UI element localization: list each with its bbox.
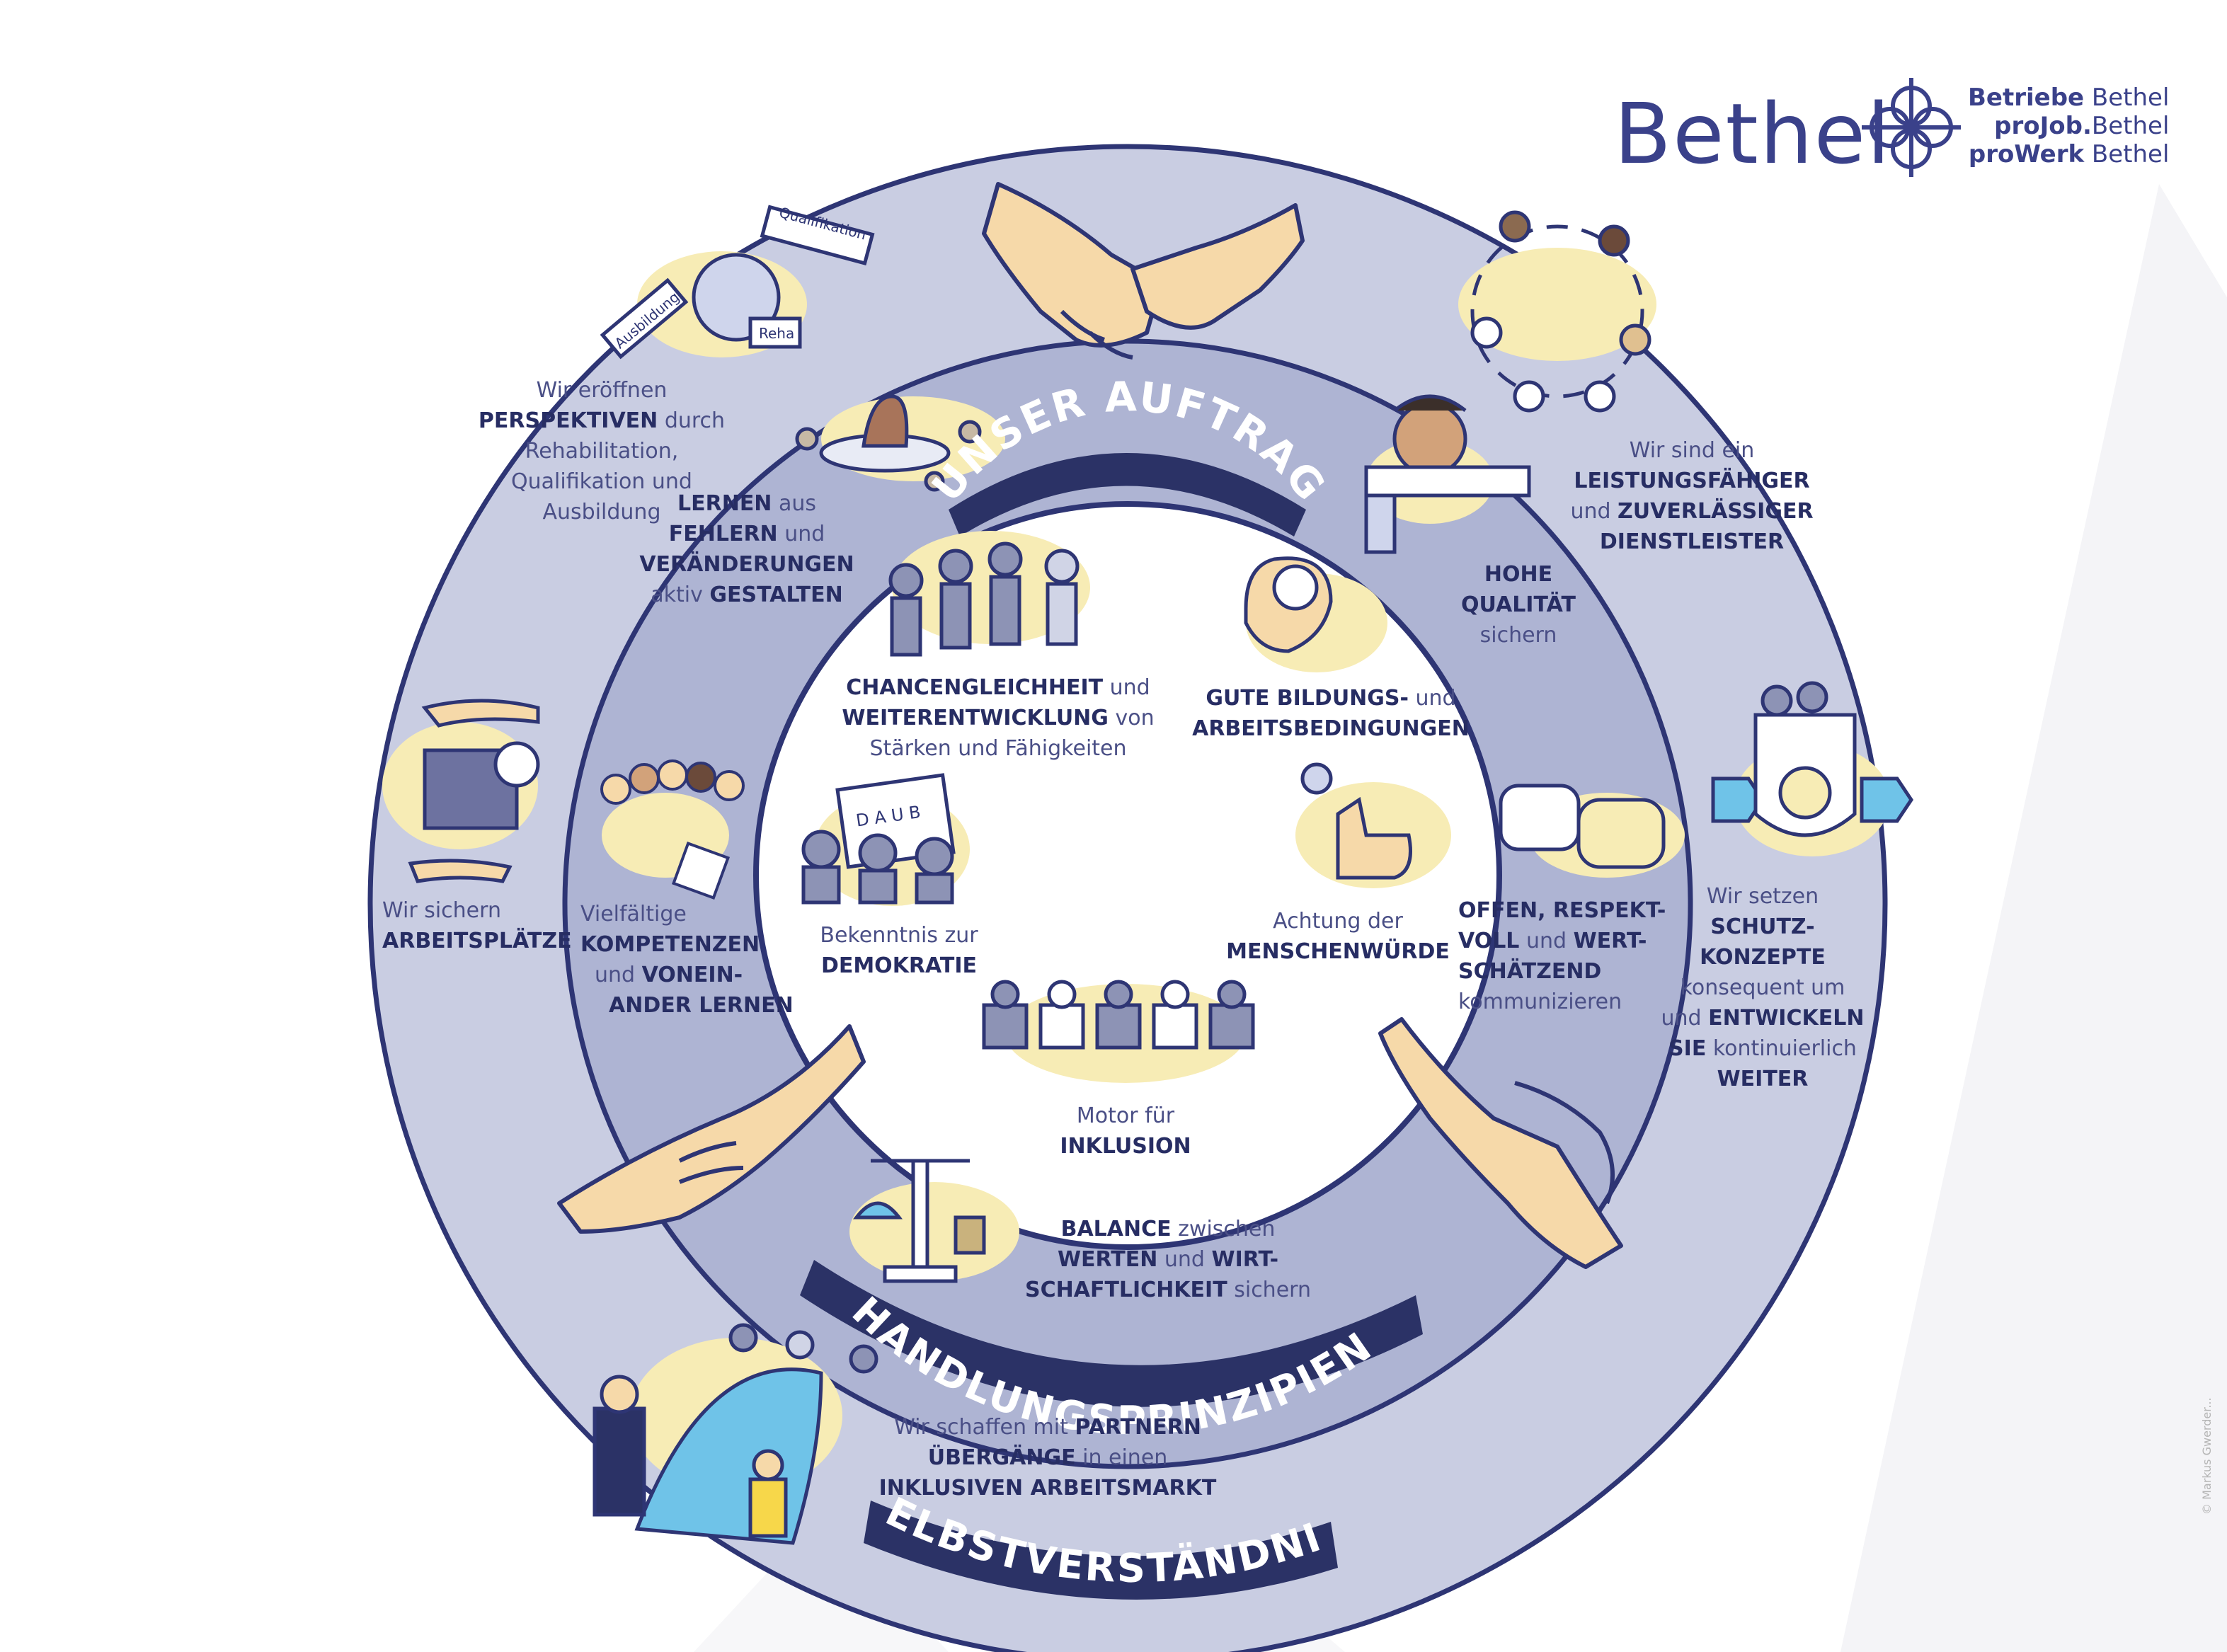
text-perspektiven: Wir eröffnen PERSPEKTIVEN durch Rehabili… — [478, 378, 726, 524]
text-schutzkonzepte: Wir setzen SCHUTZ- KONZEPTE konsequent u… — [1661, 884, 1865, 1091]
highlight-balance — [849, 1182, 1019, 1281]
scale-balance-icon — [852, 1159, 986, 1283]
bethel-cross-icon — [1862, 78, 1961, 177]
text-kompetenzen: Vielfältige KOMPETENZEN und VONEIN- ANDE… — [580, 902, 794, 1018]
team-circle-icon — [1470, 210, 1651, 413]
logo-divisions: Betriebe Bethel proJob.Bethel proWerk Be… — [1968, 84, 2169, 168]
inclusion-group-icon — [982, 980, 1255, 1050]
people-cheering-icon — [888, 541, 1080, 657]
logo-line-1: Betriebe Bethel — [1968, 84, 2170, 112]
icon-label-reha: Reha — [759, 325, 794, 342]
text-partner: Wir schaffen mit PARTNERN ÜBERGÄNGE in e… — [878, 1415, 1217, 1501]
hand-globe-icon — [1244, 556, 1333, 653]
crowd-faces-icon — [600, 759, 745, 900]
worker-measuring-icon — [1364, 394, 1531, 554]
hand-reach-left-icon — [557, 1024, 866, 1234]
pottery-wheel-icon — [795, 394, 982, 492]
bridge-people-icon — [592, 1323, 878, 1545]
logo-wordmark: Bethel — [1614, 85, 1891, 183]
graduation-cap-icon — [600, 205, 875, 360]
text-balance: BALANCE zwischen WERTEN und WIRT- SCHAFT… — [1025, 1217, 1311, 1302]
highlight-team — [1458, 248, 1656, 361]
logo-line-2: proJob.Bethel — [1994, 112, 2170, 140]
text-hohe-qualitaet: HOHE QUALITÄT sichern — [1461, 562, 1576, 648]
center-circle — [753, 501, 1502, 1250]
piano-hands-icon — [408, 699, 540, 883]
hands-grip-right-icon — [1378, 1017, 1623, 1269]
text-dienstleister: Wir sind ein LEISTUNGSFÄHIGER und ZUVERL… — [1570, 438, 1814, 554]
text-chancengleichheit: CHANCENGLEICHHEIT und WEITERENTWICKLUNG … — [842, 675, 1155, 761]
handshake-top-icon — [982, 182, 1305, 360]
thumbs-up-icon — [1300, 762, 1412, 880]
text-arbeitsplaetze: Wir sichern ARBEITSPLÄTZE — [382, 898, 572, 953]
artist-credit: © Markus Gwerder... — [2200, 1397, 2214, 1515]
text-menschenwuerde: Achtung der MENSCHENWÜRDE — [1226, 909, 1450, 964]
text-kommunikation: OFFEN, RESPEKT- VOLL und WERT- SCHÄTZEND… — [1458, 898, 1666, 1014]
inner-banner — [949, 453, 1306, 537]
speech-bubbles-icon — [1499, 784, 1666, 869]
text-bildungsbedingungen: GUTE BILDUNGS- und ARBEITSBEDINGUNGEN — [1192, 686, 1470, 741]
outer-banner — [864, 1501, 1338, 1600]
demonstration-sign-icon — [801, 773, 956, 905]
text-lernen-fehlern: LERNEN aus FEHLERN und VERÄNDERUNGEN akt… — [639, 491, 854, 607]
shield-arrows-icon — [1711, 681, 1914, 837]
logo-line-3: proWerk Bethel — [1968, 140, 2170, 168]
text-demokratie: Bekenntnis zur DEMOKRATIE — [820, 923, 978, 978]
middle-banner — [800, 1260, 1423, 1407]
text-inklusion: Motor für INKLUSION — [1060, 1103, 1191, 1159]
